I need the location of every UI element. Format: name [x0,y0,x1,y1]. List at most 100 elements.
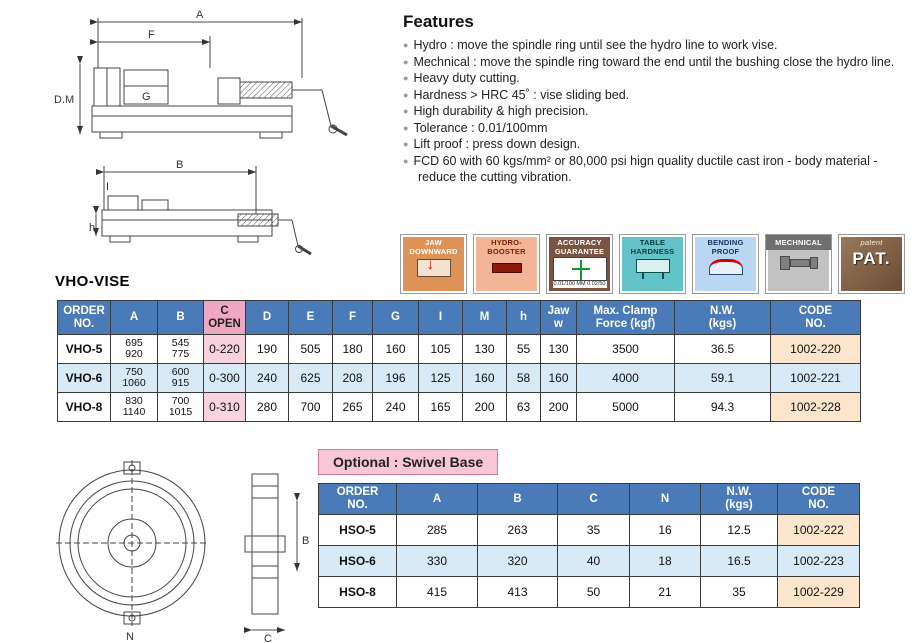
badge-bending-proof: BENDING PROOF [692,234,759,294]
cell: 55 [506,334,541,364]
column-header: ORDER NO. [318,483,397,515]
feature-text: Hydro : move the spindle ring until see … [413,38,778,52]
dim-label-b: B [176,159,183,171]
feature-text: Heavy duty cutting. [413,71,520,85]
badge-jaw-downward: JAW DOWNWARD ↓ [400,234,467,294]
column-header: A [110,300,158,335]
features-title: Features [403,12,474,31]
dim-label-a: A [196,9,204,21]
cell-order-no: HSO-8 [318,576,397,608]
cell: 180 [332,334,373,364]
table-row: HSO-5 285 263 35 16 12.5 1002-222 [318,514,860,546]
column-header: CODE NO. [777,483,860,515]
cell: 3500 [576,334,675,364]
cell-order-no: HSO-6 [318,545,397,577]
cell: 59.1 [674,363,771,393]
cell: 240 [245,363,289,393]
dim-label-f: F [148,29,155,41]
mechnical-icon [779,256,818,270]
cell: 750 1060 [110,363,158,393]
cell: 36.5 [674,334,771,364]
vise-top-drawing: B I h [89,159,312,256]
table-row: VHO-6 750 1060 600 915 0-300 240 625 208… [57,363,861,393]
cell: 280 [245,392,289,422]
cell-code-no: 1002-229 [777,576,860,608]
bullet-icon: ● [403,89,409,100]
features-section: Features ● Hydro : move the spindle ring … [403,12,911,186]
cell: 160 [540,363,577,393]
cell: 200 [540,392,577,422]
column-header: G [372,300,419,335]
patent-mark: PAT. [852,249,891,268]
cell: 160 [372,334,419,364]
cell-code-no: 1002-222 [777,514,860,546]
badge-patent: patent PAT. [838,234,905,294]
feature-text: FCD 60 with 60 kgs/mm² or 80,000 psi hig… [413,153,878,185]
cell-code-no: 1002-228 [770,392,861,422]
bullet-icon: ● [403,56,409,67]
dim-label-h: h [89,222,95,234]
cell: 4000 [576,363,675,393]
cell: 240 [372,392,419,422]
cell: 5000 [576,392,675,422]
cell: 105 [418,334,463,364]
column-header: I [418,300,463,335]
feature-badges-row: JAW DOWNWARD ↓ HYDRO- BOOSTER ACCURACY G… [400,234,910,296]
cell: 600 915 [157,363,204,393]
cell-order-no: HSO-5 [318,514,397,546]
cell: 0-310 [203,392,246,422]
cell: 0-300 [203,363,246,393]
dim-label-g: G [142,91,151,103]
cell-code-no: 1002-221 [770,363,861,393]
cell: 700 1015 [157,392,204,422]
badge-label: BENDING PROOF [707,238,744,256]
feature-text: Lift proof : press down design. [413,137,581,151]
column-header: N.W. (kgs) [674,300,771,335]
hydro-booster-icon [491,259,522,273]
bullet-icon: ● [403,155,409,166]
table-hardness-icon [635,259,670,279]
column-header: A [396,483,478,515]
cell: 58 [506,363,541,393]
vho-section-title: VHO-VISE [55,273,130,290]
column-header: N.W. (kgs) [700,483,778,515]
feature-text: Hardness > HRC 45˚ : vise sliding bed. [413,87,630,102]
cell: 21 [629,576,701,608]
cell: 320 [477,545,558,577]
dim-label-i: I [106,181,109,193]
column-header: Max. Clamp Force (kgf) [576,300,675,335]
feature-item: ●Lift proof : press down design. [403,136,911,153]
badge-table-hardness: TABLE HARDNESS [619,234,686,294]
column-header: ORDER NO. [57,300,111,335]
badge-label: HYDRO- BOOSTER [487,238,526,256]
cell: 130 [462,334,507,364]
cell: 695 920 [110,334,158,364]
vise-side-drawing: A F G D.M [54,9,348,139]
badge-label: JAW DOWNWARD [409,238,458,256]
cell: 40 [557,545,630,577]
cell-order-no: VHO-8 [57,392,111,422]
vho-spec-table: ORDER NO. A B C OPEN D E F G I M h Jaw w… [57,300,861,422]
feature-item: ●Tolerance : 0.01/100mm [403,120,911,137]
badge-label: MECHNICAL [766,235,831,250]
column-header: C OPEN [203,300,246,335]
cell: 165 [418,392,463,422]
dim-label-b: B [302,535,309,547]
swivel-base-drawing: B C N [56,460,309,643]
cell: 190 [245,334,289,364]
column-header: B [157,300,204,335]
accuracy-spec-text: 0.01/100 MM 0.02/50 [552,281,607,288]
feature-text: High durability & high precision. [413,104,589,118]
cell-code-no: 1002-220 [770,334,861,364]
column-header: C [557,483,630,515]
bullet-icon: ● [403,106,409,116]
bullet-icon: ● [403,122,409,133]
cell: 830 1140 [110,392,158,422]
bending-proof-icon [708,259,743,275]
swivel-spec-table: ORDER NO. A B C N N.W. (kgs) CODE NO. HS… [318,483,860,608]
cell: 18 [629,545,701,577]
column-header: B [477,483,558,515]
bullet-icon: ● [403,40,409,50]
feature-item: ●Mechnical : move the spindle ring towar… [403,54,911,71]
